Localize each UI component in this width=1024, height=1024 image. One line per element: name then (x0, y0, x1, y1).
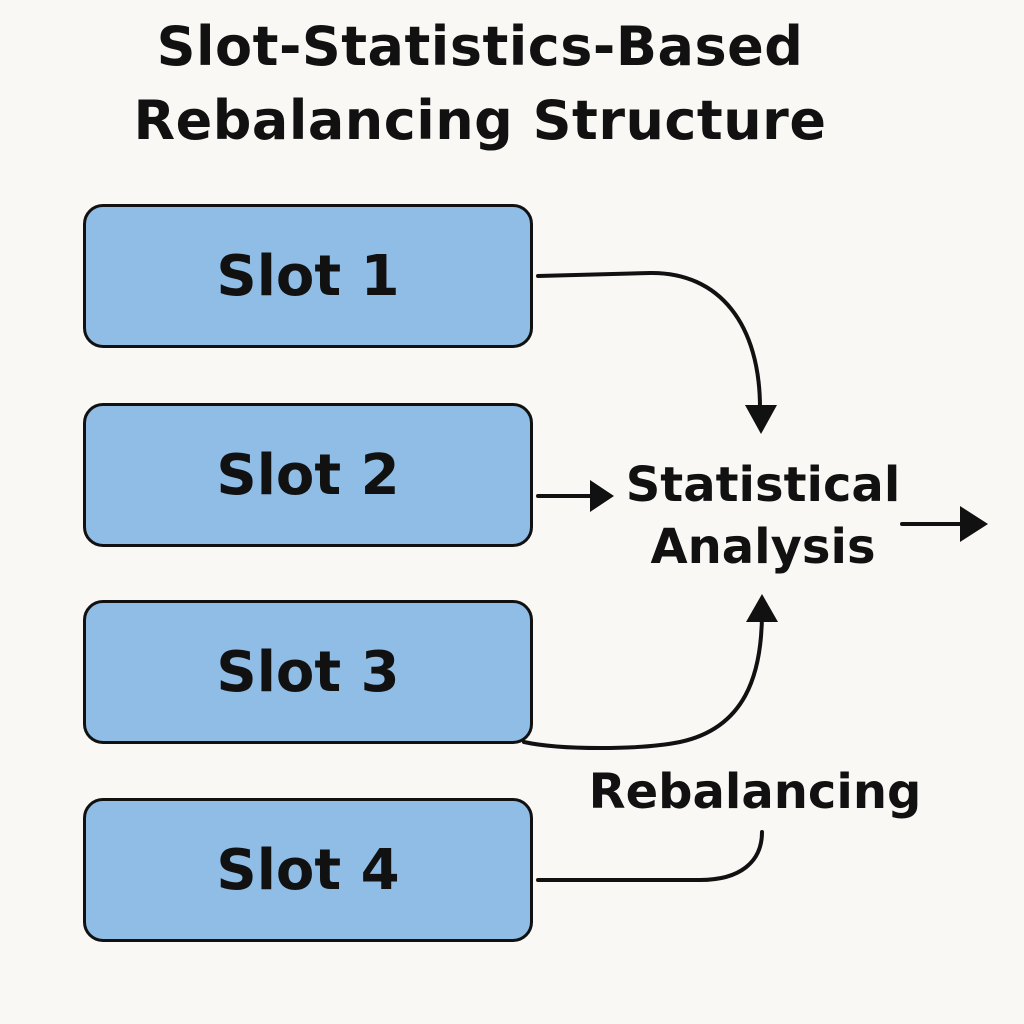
arrowhead-slot1 (745, 405, 777, 434)
slot-2-box: Slot 2 (83, 403, 533, 547)
slot-2-label: Slot 2 (216, 442, 400, 508)
statistical-analysis-node: Statistical Analysis (608, 454, 918, 578)
slot-1-box: Slot 1 (83, 204, 533, 348)
arrow-slot1-to-analysis (536, 270, 762, 410)
analysis-line-1: Statistical (625, 457, 901, 513)
diagram-title: Slot-Statistics-Based Rebalancing Struct… (0, 10, 960, 158)
slot-3-box: Slot 3 (83, 600, 533, 744)
slot-3-label: Slot 3 (216, 639, 400, 705)
title-line-1: Slot-Statistics-Based (156, 15, 804, 78)
line-slot4-to-rebalancing (536, 830, 764, 882)
rebalancing-label: Rebalancing (588, 764, 922, 820)
title-line-2: Rebalancing Structure (133, 89, 827, 152)
arrowhead-slot3 (746, 594, 778, 622)
slot-1-label: Slot 1 (216, 243, 400, 309)
analysis-line-2: Analysis (650, 519, 876, 575)
slot-4-label: Slot 4 (216, 837, 400, 903)
arrowhead-output (960, 506, 988, 542)
slot-4-box: Slot 4 (83, 798, 533, 942)
arrow-slot3-to-analysis (522, 610, 764, 750)
